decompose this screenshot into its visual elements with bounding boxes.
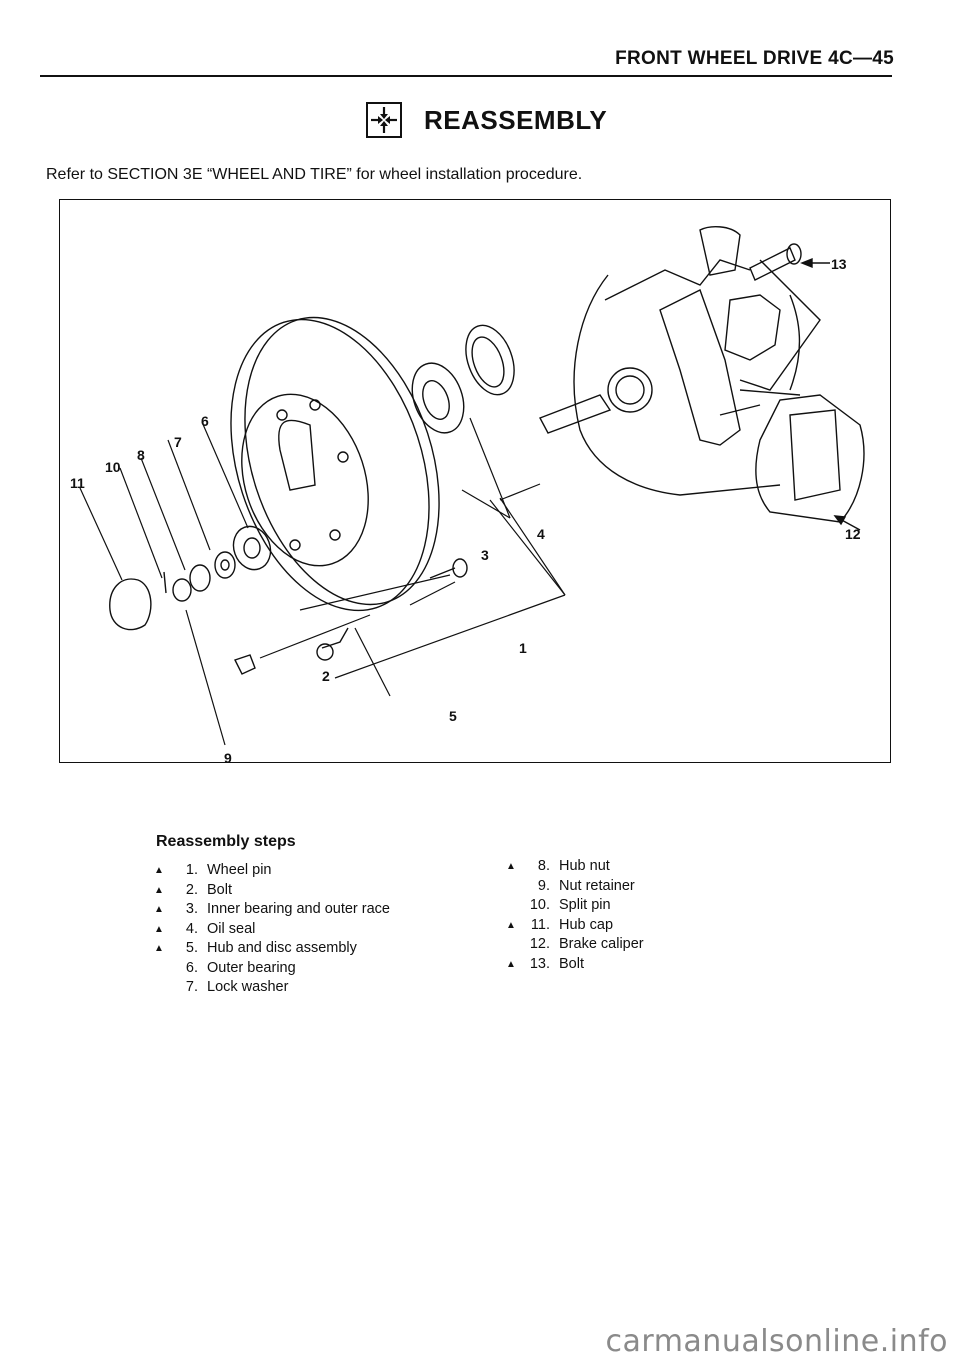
step-item: ▲ 4. Oil seal — [154, 920, 390, 940]
step-label: Hub nut — [559, 858, 610, 874]
important-step-marker-icon — [506, 896, 524, 916]
step-label: Lock washer — [207, 979, 289, 995]
step-number: 6. — [185, 959, 198, 976]
step-item: ▲ 5. Hub and disc assembly — [154, 939, 390, 959]
step-label: Split pin — [559, 897, 611, 913]
step-number: 2. — [185, 881, 198, 898]
step-item: ▲ 13. Bolt — [506, 955, 644, 975]
callout-9: 9 — [224, 750, 232, 766]
steps-title: Reassembly steps — [156, 833, 296, 850]
step-number: 5. — [185, 940, 198, 956]
step-label: Bolt — [559, 955, 584, 972]
step-label: Oil seal — [207, 920, 256, 937]
steps-list-left: ▲ 1. Wheel pin ▲ 2. Bolt ▲ 3. Inner bearing and … — [154, 861, 390, 998]
small-parts-drawing — [109, 525, 468, 675]
step-item: 10. Split pin — [506, 896, 644, 916]
page-header-title: FRONT WHEEL DRIVE 4C—45 — [615, 48, 894, 69]
step-number: 7. — [185, 979, 198, 995]
step-item: ▲ 2. Bolt — [154, 881, 390, 901]
callout-8: 8 — [137, 447, 145, 463]
step-item: 6. Outer bearing — [154, 959, 390, 979]
step-item: ▲ 11. Hub cap — [506, 916, 644, 936]
steering-knuckle-drawing — [539, 226, 821, 496]
exploded-view-figure: 1 2 3 4 5 6 7 8 9 10 11 12 13 — [59, 199, 891, 766]
steps-list-right: ▲ 8. Hub nut 9. Nut retainer 10. Split pin ▲ 11.… — [506, 857, 644, 974]
callout-12: 12 — [845, 526, 861, 542]
leader-lines — [79, 417, 566, 746]
step-number: 8. — [537, 858, 550, 874]
important-step-marker-icon — [154, 978, 172, 998]
important-step-marker-icon — [154, 959, 172, 979]
callout-5: 5 — [449, 708, 457, 724]
callout-2: 2 — [322, 668, 330, 684]
bolt-13-drawing — [749, 243, 830, 281]
step-item: ▲ 3. Inner bearing and outer race — [154, 900, 390, 920]
inner-bearing-drawing — [411, 362, 465, 434]
step-item: 7. Lock washer — [154, 978, 390, 998]
step-number: 1. — [185, 862, 198, 878]
callout-6: 6 — [201, 413, 209, 429]
important-step-marker-icon: ▲ — [154, 865, 164, 876]
callout-10: 10 — [105, 459, 121, 475]
important-step-marker-icon: ▲ — [154, 923, 164, 935]
callout-13: 13 — [831, 256, 847, 272]
step-number: 10. — [529, 897, 550, 913]
hub-and-disc-drawing — [230, 316, 440, 612]
important-step-marker-icon: ▲ — [154, 884, 164, 896]
step-number: 3. — [185, 901, 198, 917]
step-item: ▲ 8. Hub nut — [506, 857, 644, 877]
reassembly-arrows-icon — [366, 102, 402, 138]
step-label: Bolt — [207, 881, 232, 898]
callout-3: 3 — [481, 547, 489, 563]
step-number: 4. — [185, 920, 198, 937]
important-step-marker-icon: ▲ — [154, 904, 164, 915]
callout-7: 7 — [174, 434, 182, 450]
important-step-marker-icon: ▲ — [506, 919, 516, 931]
step-label: Outer bearing — [207, 959, 296, 976]
intro-text: Refer to SECTION 3E “WHEEL AND TIRE” for… — [46, 166, 583, 183]
header-divider — [40, 75, 892, 77]
callout-1: 1 — [519, 640, 527, 656]
step-label: Wheel pin — [207, 862, 272, 878]
important-step-marker-icon: ▲ — [506, 861, 516, 872]
step-label: Brake caliper — [559, 936, 644, 952]
step-item: 9. Nut retainer — [506, 877, 644, 897]
step-number: 9. — [537, 877, 550, 894]
step-number: 11. — [530, 916, 550, 933]
callout-4: 4 — [537, 526, 545, 542]
step-label: Inner bearing and outer race — [207, 901, 390, 917]
watermark: carmanualsonline.info — [605, 1324, 948, 1359]
step-item: 12. Brake caliper — [506, 935, 644, 955]
callout-11: 11 — [70, 475, 85, 491]
step-number: 12. — [529, 936, 550, 952]
important-step-marker-icon: ▲ — [154, 943, 164, 954]
oil-seal-drawing — [465, 324, 515, 396]
important-step-marker-icon: ▲ — [506, 958, 516, 970]
step-label: Hub cap — [559, 916, 614, 933]
step-label: Hub and disc assembly — [207, 940, 357, 956]
section-heading: REASSEMBLY — [366, 102, 607, 138]
section-title: REASSEMBLY — [424, 104, 608, 135]
step-number: 13. — [529, 955, 550, 972]
important-step-marker-icon — [506, 935, 524, 955]
step-label: Nut retainer — [559, 877, 635, 894]
step-item: ▲ 1. Wheel pin — [154, 861, 390, 881]
brake-caliper-drawing — [739, 389, 865, 531]
important-step-marker-icon — [506, 877, 524, 897]
